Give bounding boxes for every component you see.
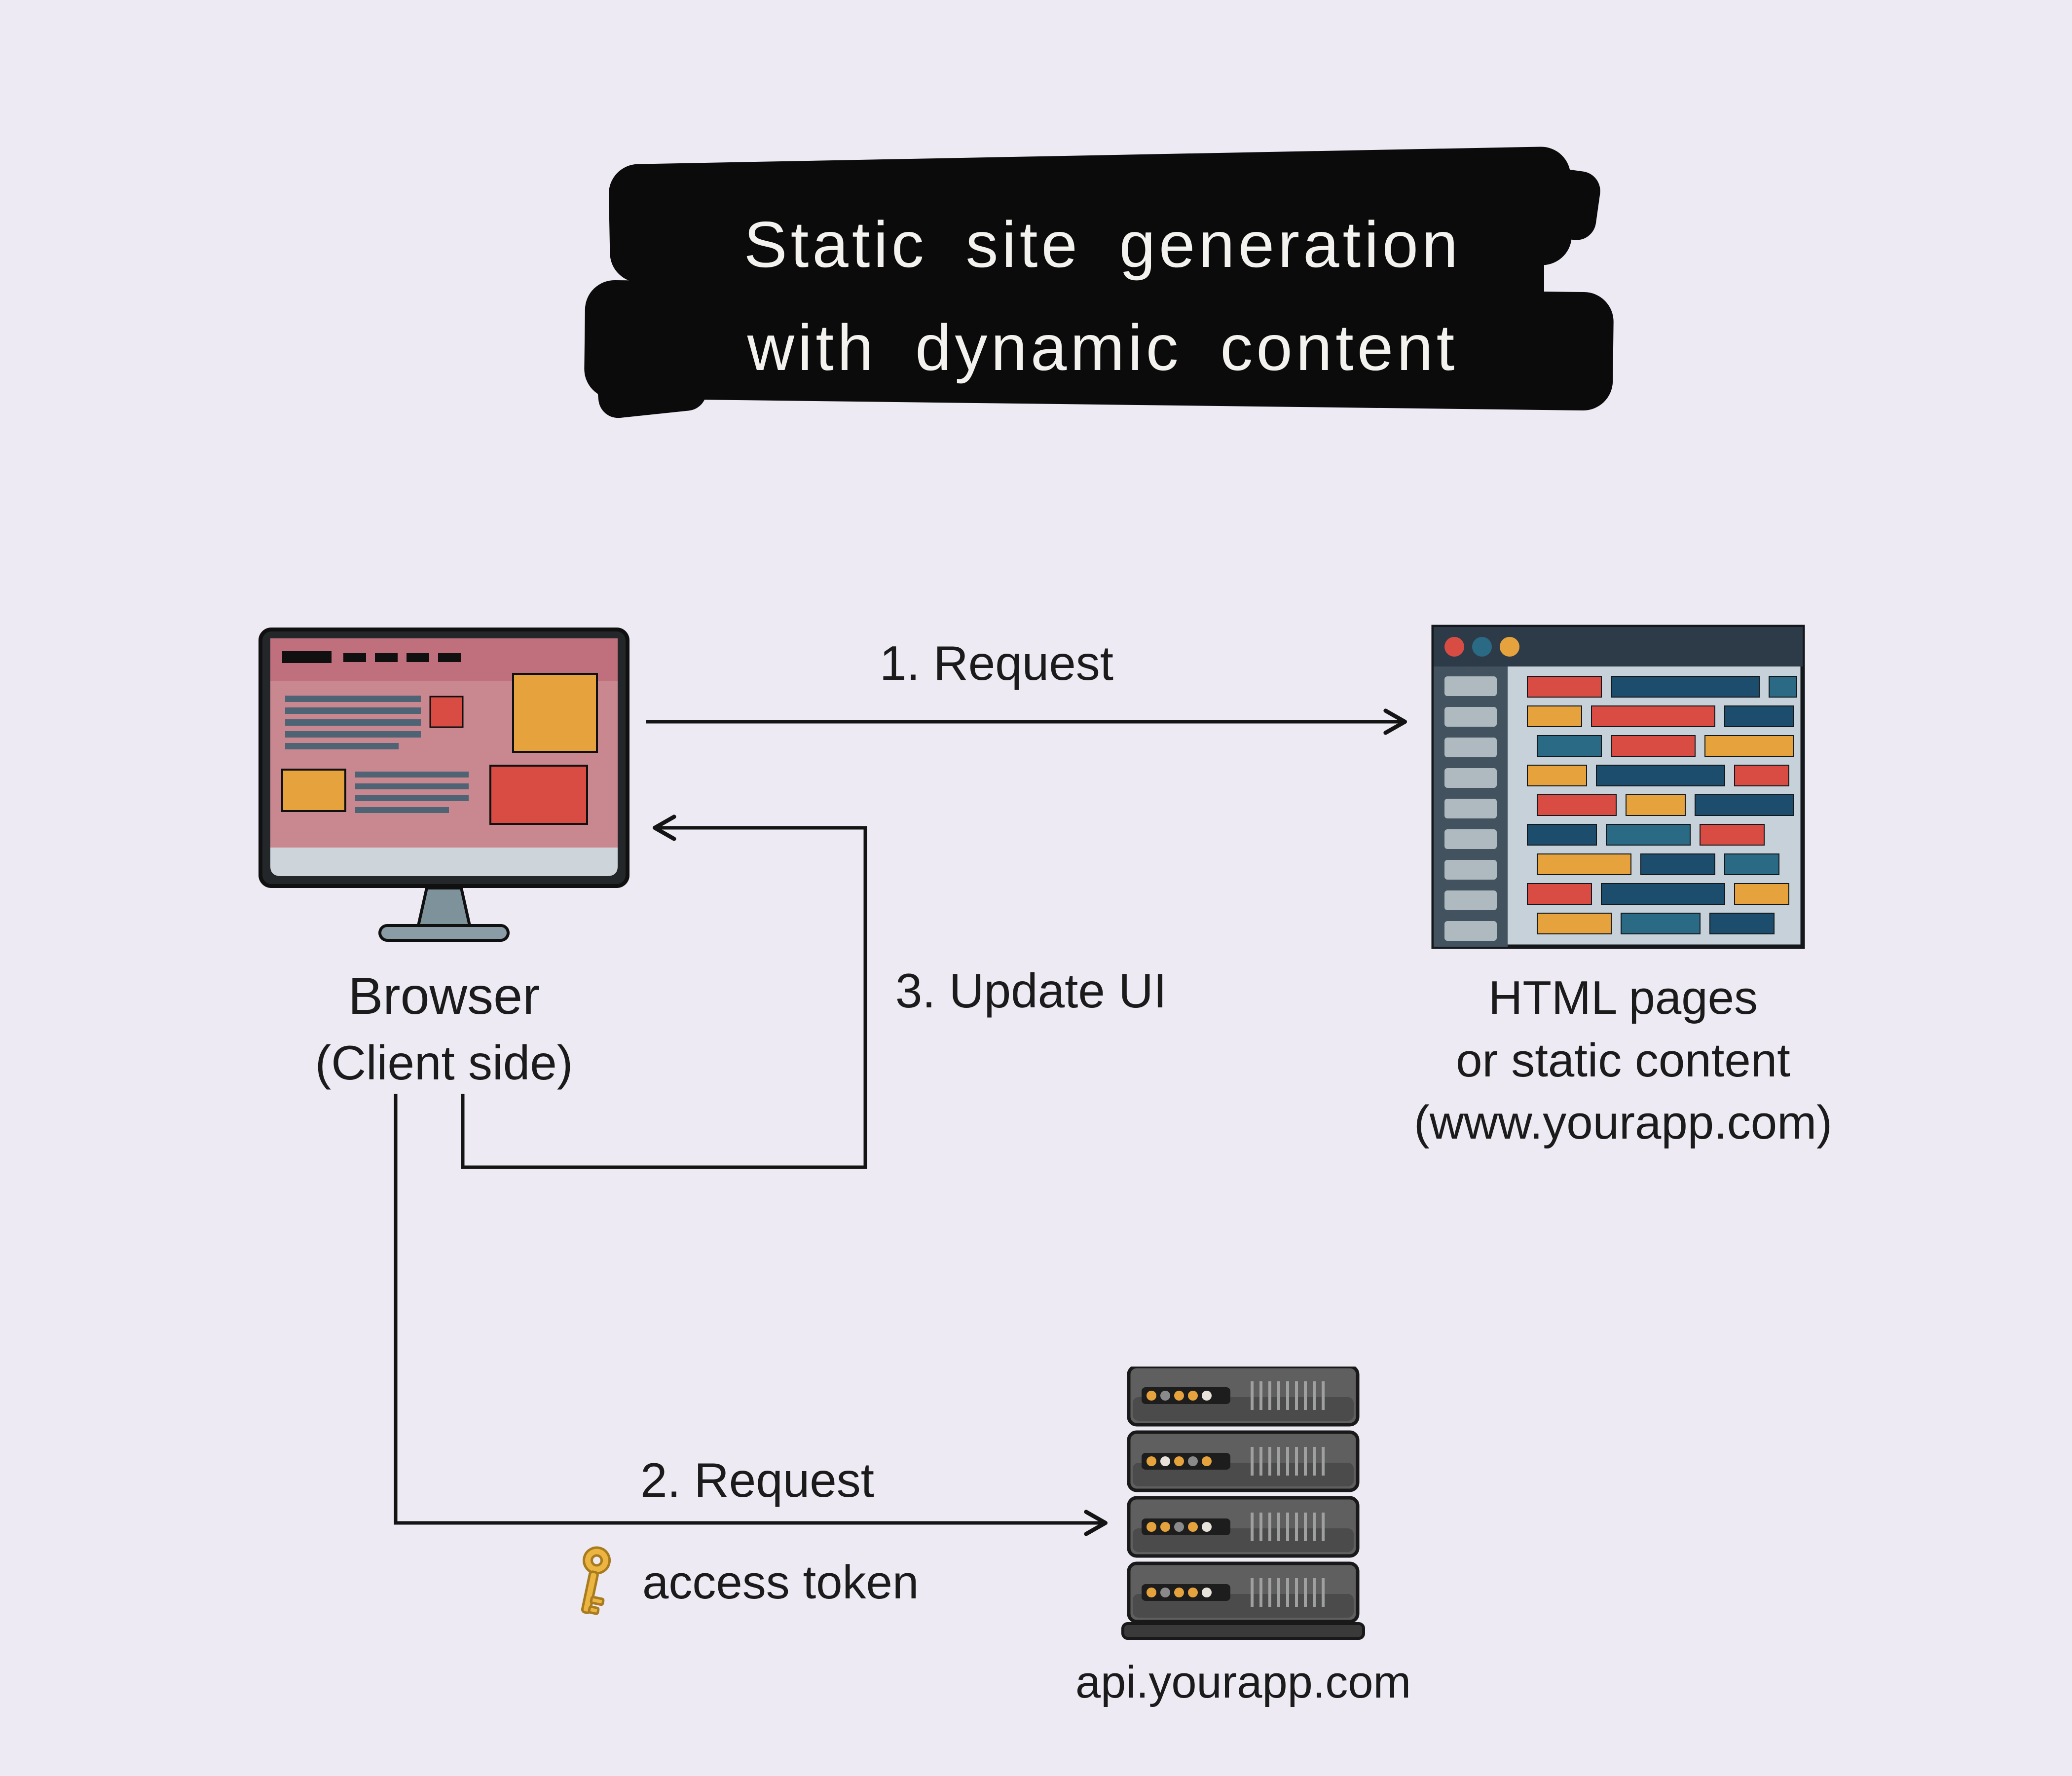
title-banner: Static site generation with dynamic cont… [582, 138, 1623, 454]
server-unit [1127, 1496, 1360, 1558]
request-2-label: 2. Request [640, 1453, 874, 1507]
request-2-arrow [394, 1094, 1108, 1536]
nav-bar [282, 651, 332, 663]
code-bars [1527, 676, 1797, 934]
request-1-label: 1. Request [880, 636, 1113, 690]
access-token-label: access token [642, 1556, 919, 1609]
static-site-label-2: or static content [1456, 1034, 1790, 1087]
nav-item [438, 653, 461, 662]
window-dot-orange [1500, 637, 1519, 657]
banner-brush-stroke [641, 197, 1544, 395]
browser-label: Browser [348, 967, 540, 1025]
update-ui-label: 3. Update UI [895, 963, 1167, 1018]
static-site-label-3: (www.yourapp.com) [1413, 1096, 1833, 1149]
window-dot-blue [1472, 637, 1492, 657]
server-stack-illustration [1121, 1367, 1365, 1640]
title-line-1: Static site generation [743, 208, 1462, 281]
server-unit [1127, 1561, 1360, 1624]
nav-item [407, 653, 429, 662]
server-unit [1127, 1367, 1360, 1427]
static-site-label-1: HTML pages [1488, 971, 1758, 1024]
key-icon [581, 1546, 611, 1615]
browser-node-label: Browser (Client side) [217, 962, 671, 1095]
title-line-2: with dynamic content [747, 311, 1458, 384]
server-unit [1127, 1430, 1360, 1492]
nav-item [343, 653, 366, 662]
page-title: Static site generation with dynamic cont… [582, 138, 1623, 454]
update-ui-arrow [461, 814, 867, 1169]
access-token-row: access token [562, 1543, 1006, 1622]
static-site-node-label: HTML pages or static content (www.yourap… [1411, 967, 1835, 1154]
window-dot-red [1444, 637, 1464, 657]
browser-monitor-illustration [259, 628, 629, 942]
text-lines-upper [285, 696, 421, 749]
sidebar-buttons [1444, 676, 1497, 941]
code-editor-illustration [1431, 625, 1805, 949]
text-lines-lower [355, 772, 469, 813]
nav-item [375, 653, 398, 662]
api-server-label: api.yourapp.com [1075, 1657, 1411, 1707]
browser-sublabel: (Client side) [315, 1035, 573, 1090]
